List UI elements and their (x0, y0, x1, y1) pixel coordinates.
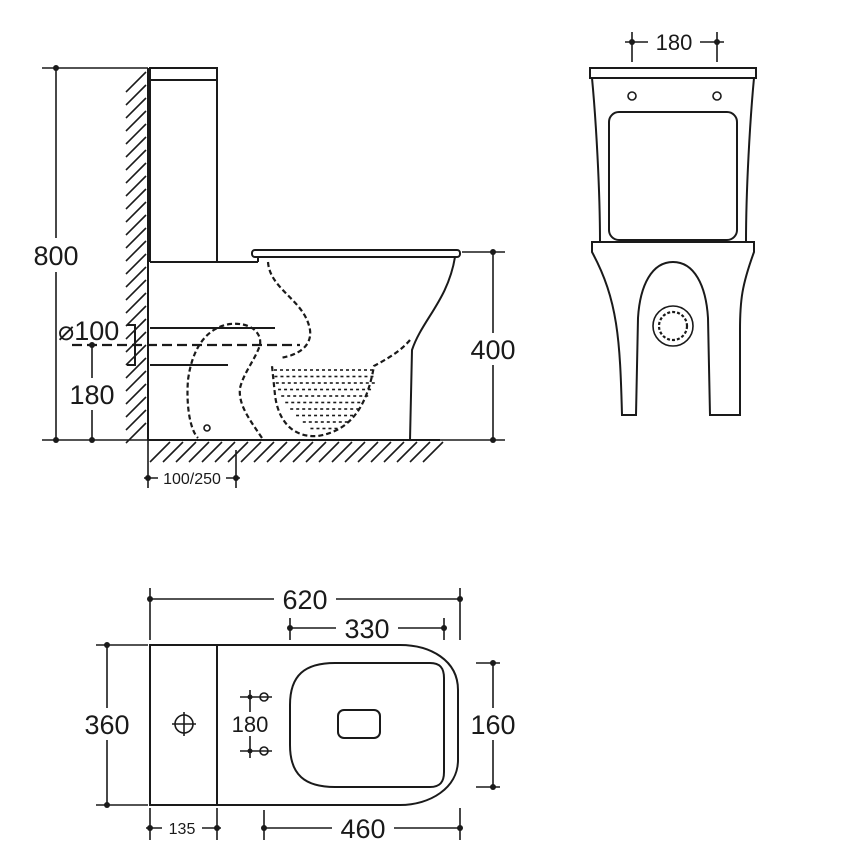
wall-hatch-line (125, 123, 147, 145)
dim-pan-460: 460 (261, 808, 463, 844)
floor-hatch-line (370, 441, 392, 463)
label-wall-distance: 100/250 (163, 471, 221, 488)
floor-hatch-line (214, 441, 236, 463)
wall-hatch-line (125, 305, 147, 327)
label-bowl-width: 160 (470, 710, 515, 740)
floor-hatch-line (266, 441, 288, 463)
floor-hatch-line (227, 441, 249, 463)
wall-hatch-line (125, 370, 147, 392)
dim-front-fixing-180: 180 (625, 28, 724, 62)
floor-hatch-line (422, 441, 444, 463)
label-top-fixing: 180 (232, 712, 269, 737)
wall-hatch-line (125, 383, 147, 405)
floor-hatch-line (292, 441, 314, 463)
wall-hatch-line (125, 162, 147, 184)
floor-hatch-line (409, 441, 431, 463)
floor-hatch-line (253, 441, 275, 463)
label-pan-length: 460 (340, 814, 385, 844)
label-seat-400: 400 (470, 335, 515, 365)
dim-seat-400: 400 (440, 249, 522, 443)
wall-hatch-line (125, 253, 147, 275)
wall-hatch-line (125, 175, 147, 197)
label-overall-width: 360 (84, 710, 129, 740)
floor-hatch-line (201, 441, 223, 463)
label-height-800: 800 (33, 241, 78, 271)
dim-bowl-160: 160 (466, 660, 522, 790)
side-view: 800 180 ⌀100 400 (30, 65, 522, 488)
dim-bowl-330: 330 (287, 614, 447, 644)
label-pipe-diameter: ⌀100 (58, 316, 119, 346)
label-outlet-180: 180 (69, 380, 114, 410)
wall-hatch-line (125, 292, 147, 314)
front-view: 180 (589, 28, 757, 416)
floor-hatch-line (383, 441, 405, 463)
wall-hatch-line (125, 188, 147, 210)
wall-hatch-line (125, 266, 147, 288)
wall-hatch-line (125, 409, 147, 431)
dim-height-800: 800 (30, 65, 148, 443)
wall-hatch-line (125, 71, 147, 93)
floor-hatch-line (396, 441, 418, 463)
wall-hatch-line (125, 396, 147, 418)
floor-hatch-line (357, 441, 379, 463)
wall-hatch-line (125, 149, 147, 171)
wall-hatch-line (125, 84, 147, 106)
floor-hatch-line (305, 441, 327, 463)
floor-hatch-line (318, 441, 340, 463)
bowl-side (150, 249, 461, 441)
label-bowl-length: 330 (344, 614, 389, 644)
trap-dashed (186, 261, 411, 439)
dim-width-360: 360 (80, 642, 148, 808)
cistern-side (149, 67, 218, 262)
wall-hatch-line (125, 110, 147, 132)
wall-hatch-line (125, 227, 147, 249)
dim-wall-100-250: 100/250 (144, 440, 240, 488)
floor-hatch-line (162, 441, 184, 463)
floor-hatch-line (344, 441, 366, 463)
wall-hatch-line (125, 240, 147, 262)
outlet-pipe (72, 324, 300, 366)
wall-hatching (125, 68, 149, 444)
wall-hatch-line (125, 214, 147, 236)
dim-tank-135: 135 (146, 808, 221, 840)
floor-hatching (148, 439, 444, 463)
wall-hatch-line (125, 357, 147, 379)
trap-water-fill (274, 369, 375, 430)
top-view: 180 620 330 3 (80, 584, 522, 844)
floor-hatch-line (149, 441, 171, 463)
label-tank-depth: 135 (169, 821, 196, 838)
wall-hatch-line (125, 201, 147, 223)
label-front-fixing: 180 (656, 30, 693, 55)
dim-outlet-180: 180 (64, 342, 120, 443)
floor-hatch-line (279, 441, 301, 463)
floor-hatch-line (331, 441, 353, 463)
floor-hatch-line (175, 441, 197, 463)
wall-hatch-line (125, 97, 147, 119)
floor-hatch-line (188, 441, 210, 463)
label-overall-length: 620 (282, 585, 327, 615)
dim-overall-620: 620 (147, 584, 463, 640)
floor-hatch-line (240, 441, 262, 463)
wall-hatch-line (125, 136, 147, 158)
wall-hatch-line (125, 279, 147, 301)
